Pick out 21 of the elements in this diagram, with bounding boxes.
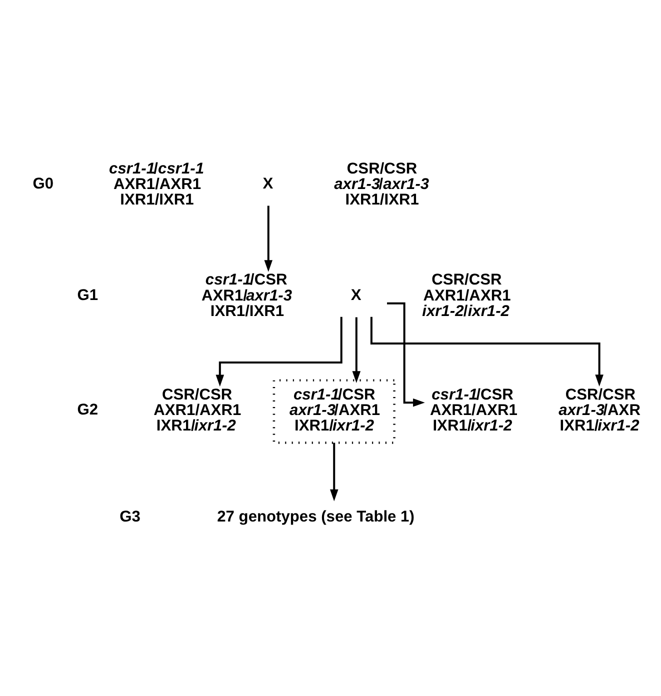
node-text: CSR/CSR axr1-3/axr1-3 IXR1/IXR1 xyxy=(334,160,430,208)
node-text: 27 genotypes (see Table 1) xyxy=(217,508,414,526)
node-text: CSR/CSR AXR1/AXR1 IXR1/ixr1-2 xyxy=(154,386,242,435)
arrow xyxy=(216,316,342,387)
node-text: X xyxy=(262,175,274,192)
arrow xyxy=(352,317,361,383)
arrow xyxy=(370,316,604,387)
node-text: csr1-1/CSR AXR1/axr1-3 IXR1/IXR1 xyxy=(202,272,292,320)
node-text: CSR/CSR axr1-3/AXR IXR1/ixr1-2 xyxy=(558,386,640,435)
label: G0 xyxy=(32,175,54,192)
node-box: csr1-1/CSR axr1-3/AXR1 IXR1/ixr1-2 xyxy=(272,379,396,444)
node-text: X xyxy=(350,286,362,304)
arrow xyxy=(330,442,338,502)
node-text: CSR/CSR AXR1/AXR1 ixr1-2/ixr1-2 xyxy=(422,272,511,320)
label: G2 xyxy=(77,402,98,419)
label: G3 xyxy=(120,508,140,526)
node-text: csr1-1/CSR AXR1/AXR1 IXR1/ixr1-2 xyxy=(430,386,518,435)
node-text: csr1-1/csr1-1 AXR1/AXR1 IXR1/IXR1 xyxy=(109,160,204,208)
arrow xyxy=(387,302,425,407)
arrow xyxy=(264,206,273,272)
label: G1 xyxy=(77,286,98,304)
